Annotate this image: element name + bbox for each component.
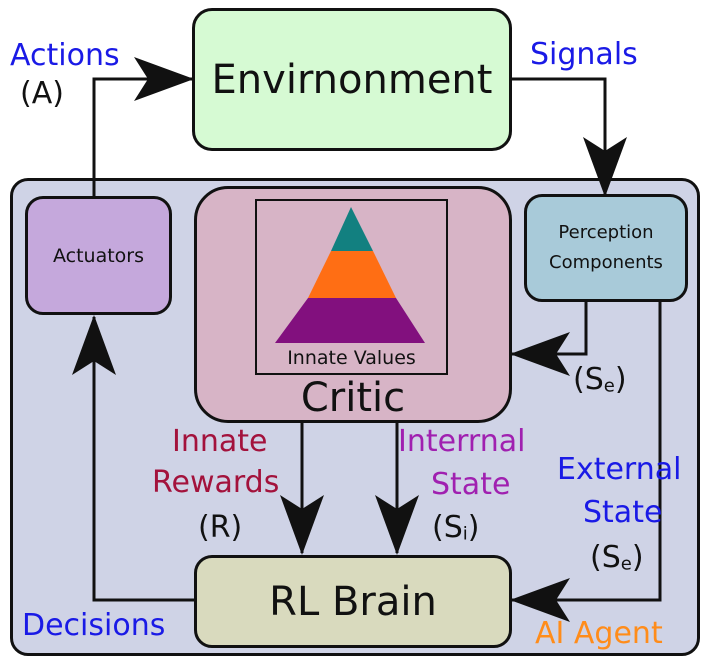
innate-values-frame: Innate Values [255, 199, 448, 375]
perception-state-symbol: (Se) [573, 362, 627, 397]
actions-arrow [92, 57, 194, 196]
pyramid-bottom [275, 298, 425, 343]
internal-state-symbol: (Si) [432, 510, 480, 545]
innate-values-pyramid [275, 207, 425, 343]
innate-values-label: Innate Values [287, 347, 416, 369]
external-state-line1: External [557, 452, 682, 487]
signals-label: Signals [530, 37, 638, 72]
percep-to-critic-arrow [510, 300, 588, 376]
pyramid-middle [308, 251, 396, 298]
decisions-arrow [72, 315, 194, 602]
ai-agent-label: AI Agent [535, 616, 663, 651]
environment-node: Envirnonment [192, 8, 512, 151]
perception-node: Perception Components [524, 194, 688, 302]
innate-rewards-line2: Rewards [152, 465, 280, 500]
innate-rewards-line1: Innate [172, 424, 268, 459]
actuators-label: Actuators [52, 244, 145, 267]
external-state-symbol: (Se) [590, 540, 644, 575]
rl-brain-node: RL Brain [194, 555, 512, 648]
internal-state-line2: State [431, 467, 511, 502]
actuators-node: Actuators [25, 196, 172, 315]
signals-arrow [510, 77, 627, 197]
rl-brain-label: RL Brain [269, 578, 437, 625]
environment-label: Envirnonment [211, 56, 493, 103]
actions-label: Actions [10, 38, 120, 73]
pyramid-top [331, 207, 373, 251]
external-state-arrow [510, 300, 662, 622]
decisions-label: Decisions [22, 608, 166, 643]
external-state-line2: State [583, 495, 663, 530]
internal-state-line1: Interrnal [398, 424, 526, 459]
reward-symbol: (R) [198, 510, 243, 545]
perception-label-line2: Components [549, 252, 663, 273]
perception-label-line1: Perception [558, 222, 654, 243]
actions-symbol: (A) [20, 76, 64, 111]
critic-label: Critic [300, 375, 406, 421]
